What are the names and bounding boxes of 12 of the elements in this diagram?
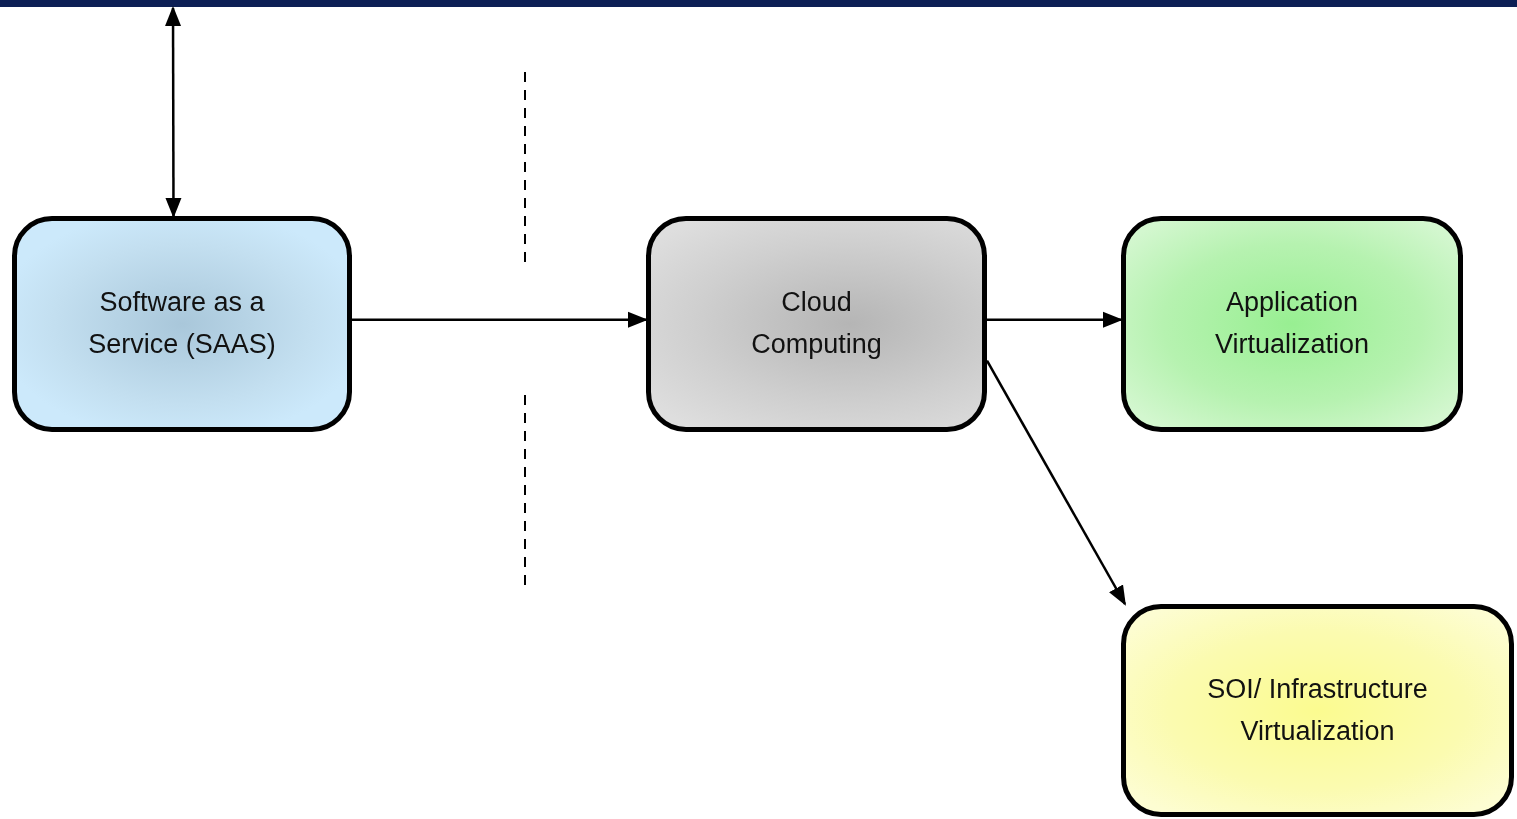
arrow [352, 311, 648, 328]
box-label: Cloud Computing [750, 286, 883, 361]
arrow [165, 6, 182, 218]
rounded-box [1121, 604, 1514, 817]
arrow [985, 360, 1126, 606]
rounded-box [12, 216, 352, 432]
box-label: SOI/ Infrastructure Virtualization [1206, 672, 1429, 748]
rounded-box [646, 216, 987, 432]
arrow [987, 311, 1123, 328]
box-label: Application Virtualization [1213, 286, 1371, 361]
rounded-box [1121, 216, 1463, 432]
box-label: Software as a Service (SAAS) [87, 286, 277, 361]
